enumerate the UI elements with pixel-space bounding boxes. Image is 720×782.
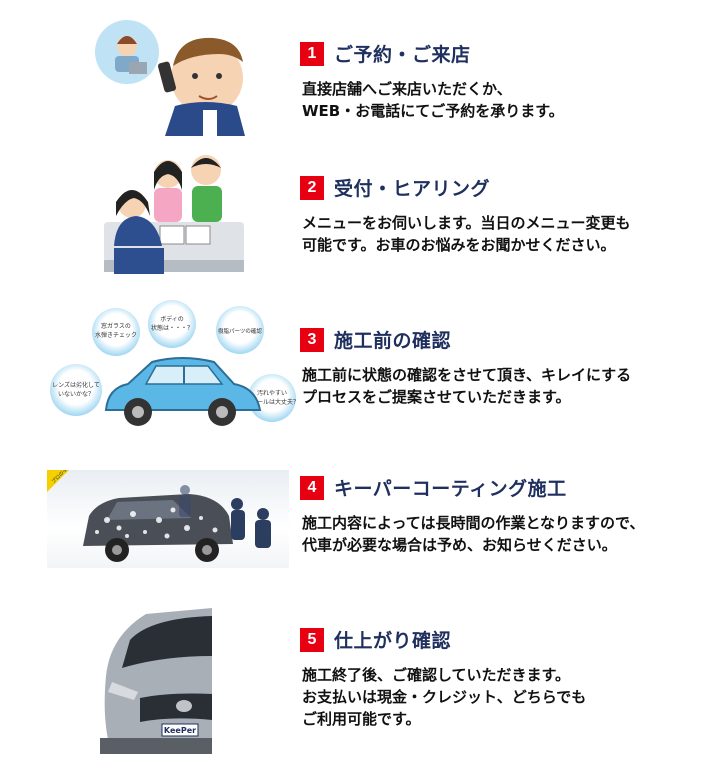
step-description: メニューをお伺いします。当日のメニュー変更も 可能です。お車のお悩みをお聞かせく… xyxy=(302,212,631,256)
license-plate-text: KeePer xyxy=(164,726,196,735)
phone-call-illustration xyxy=(95,18,245,136)
bubble-text: レンズは劣化して xyxy=(52,381,100,389)
step-5: KeePer 5 仕上がり確認 施工終了後、ご確認していただきます。 お支払いは… xyxy=(0,600,720,754)
bubble-text: ボディの xyxy=(160,315,184,323)
step-title: 施工前の確認 xyxy=(334,330,452,352)
bubble-text: 樹脂パーツの確認 xyxy=(218,327,262,335)
step-1: 1 ご予約・ご来店 直接店舗へご来店いただくか、 WEB・お電話にてご予約を承り… xyxy=(0,0,720,150)
description-line: 可能です。お車のお悩みをお聞かせください。 xyxy=(302,236,616,254)
step-2: 2 受付・ヒアリング メニューをお伺いします。当日のメニュー変更も 可能です。お… xyxy=(0,150,720,300)
description-line: WEB・お電話にてご予約を承ります。 xyxy=(302,102,564,120)
step-title: 仕上がり確認 xyxy=(334,630,452,652)
step-number-badge: 5 xyxy=(300,627,324,652)
inspection-illustration: 窓ガラスの 水弾きチェック ボディの 状態は・・・？ 樹脂パーツの確認 レンズは… xyxy=(48,300,298,445)
step-4: プロの手洗い 4 キーパーコーティング施工 施工内容によっては長時間の作業となり… xyxy=(0,450,720,600)
reception-illustration xyxy=(100,150,245,275)
description-line: 施工内容によっては長時間の作業となりますので、 xyxy=(302,514,645,532)
finished-car-photo: KeePer xyxy=(100,606,212,754)
step-title: キーパーコーティング施工 xyxy=(334,478,567,500)
bubble-text: いないかな？ xyxy=(58,391,94,398)
step-3: 窓ガラスの 水弾きチェック ボディの 状態は・・・？ 樹脂パーツの確認 レンズは… xyxy=(0,300,720,450)
step-description: 施工内容によっては長時間の作業となりますので、 代車が必要な場合は予め、お知らせ… xyxy=(302,512,644,556)
description-line: 直接店舗へご来店いただくか、 xyxy=(302,80,512,98)
bubble-text: 汚れやすい xyxy=(257,389,287,397)
step-title: ご予約・ご来店 xyxy=(334,44,471,66)
description-line: お支払いは現金・クレジット、どちらでも xyxy=(302,688,587,706)
coating-photo: プロの手洗い xyxy=(47,470,289,568)
step-title: 受付・ヒアリング xyxy=(334,178,491,200)
step-number-badge: 3 xyxy=(300,327,324,352)
description-line: メニューをお伺いします。当日のメニュー変更も xyxy=(302,214,631,232)
step-description: 直接店舗へご来店いただくか、 WEB・お電話にてご予約を承ります。 xyxy=(302,78,564,122)
description-line: 施工終了後、ご確認していただきます。 xyxy=(302,666,571,684)
description-line: 代車が必要な場合は予め、お知らせください。 xyxy=(302,536,617,554)
step-number-badge: 4 xyxy=(300,475,324,500)
description-line: プロセスをご提案させていただきます。 xyxy=(302,388,571,406)
step-number-badge: 2 xyxy=(300,175,324,200)
bubble-text: 状態は・・・？ xyxy=(151,324,193,332)
description-line: ご利用可能です。 xyxy=(302,710,421,728)
step-description: 施工前に状態の確認をさせて頂き、キレイにする プロセスをご提案させていただきます… xyxy=(302,364,631,408)
bubble-text: 窓ガラスの xyxy=(101,322,131,330)
description-line: 施工前に状態の確認をさせて頂き、キレイにする xyxy=(302,366,632,384)
bubble-text: 水弾きチェック xyxy=(95,331,137,339)
step-number-badge: 1 xyxy=(300,41,324,66)
step-description: 施工終了後、ご確認していただきます。 お支払いは現金・クレジット、どちらでも ご… xyxy=(302,664,586,730)
bubble-text: ホイールは大丈夫？ xyxy=(245,398,298,406)
